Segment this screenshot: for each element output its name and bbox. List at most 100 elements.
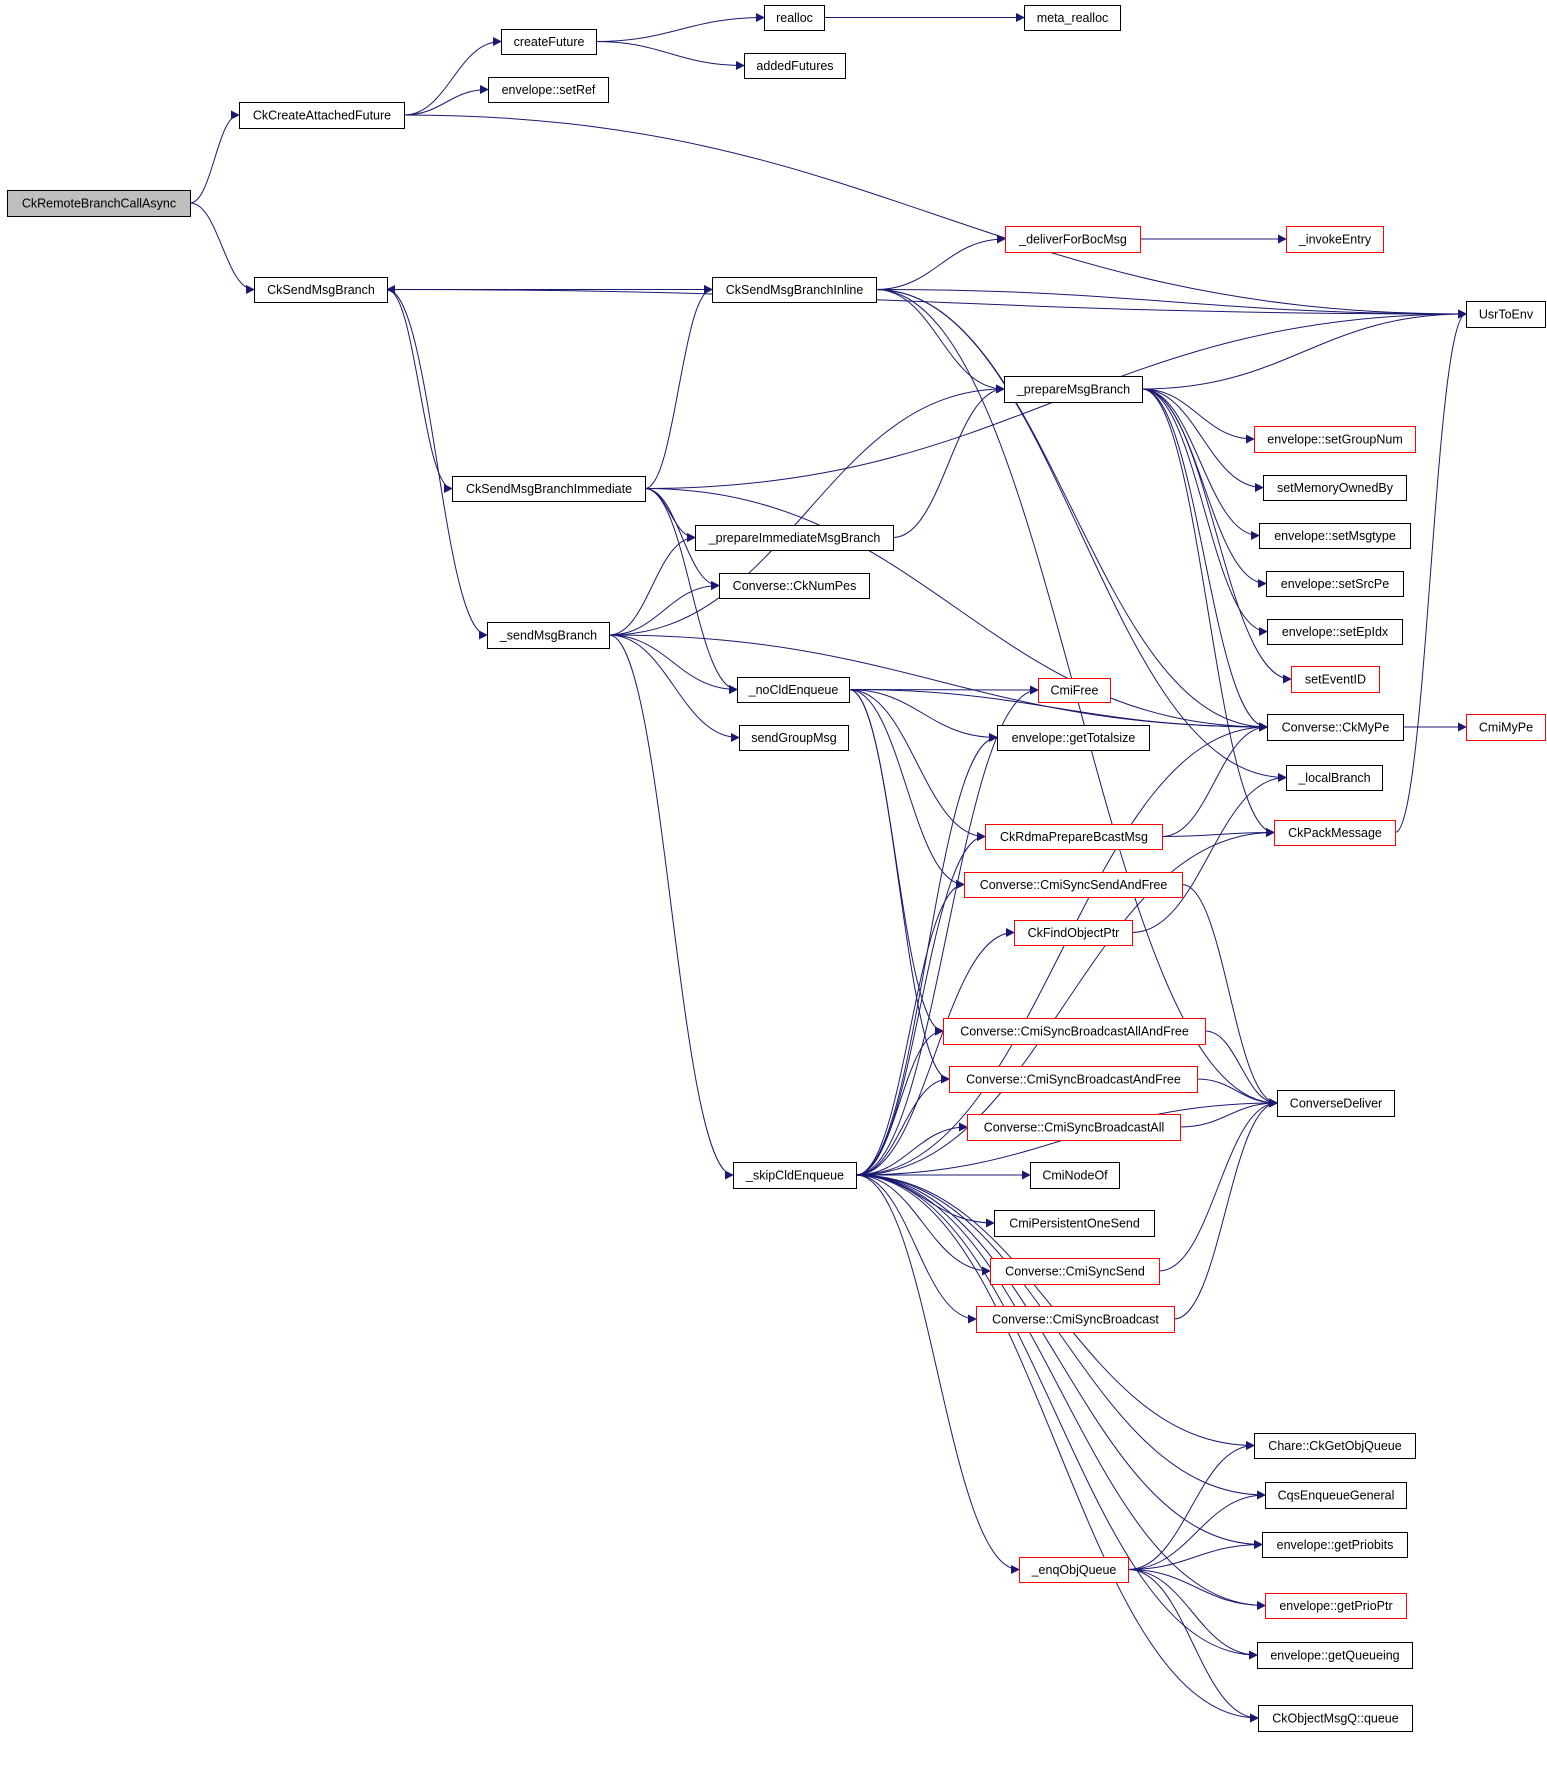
node-usrtoenv[interactable]: UsrToEnv <box>1466 301 1546 328</box>
edge-converse-cmisyncbroadcast-to-conversedeliver <box>1173 1098 1278 1320</box>
node-envelope-getqueueing[interactable]: envelope::getQueueing <box>1257 1642 1413 1669</box>
node-envelope-setref[interactable]: envelope::setRef <box>488 77 609 103</box>
node-ckpackmessage[interactable]: CkPackMessage <box>1274 820 1396 846</box>
node-box <box>1274 820 1396 846</box>
node-envelope-getpriobits[interactable]: envelope::getPriobits <box>1262 1532 1408 1558</box>
edge-nocldenqueue-to-converse-ckmype <box>848 689 1268 732</box>
node-ckfindobjectptr[interactable]: CkFindObjectPtr <box>1014 920 1133 946</box>
node-label: Converse::CmiSyncBroadcast <box>992 1313 1159 1327</box>
node-converse-cmisyncbroadcastallandfree[interactable]: Converse::CmiSyncBroadcastAllAndFree <box>943 1018 1206 1045</box>
node-sendgroupmsg[interactable]: sendGroupMsg <box>739 725 849 751</box>
node-enqobjqueue[interactable]: _enqObjQueue <box>1019 1557 1129 1583</box>
edge-prepareimmediatemsgbranch-to-preparemsgbranch <box>892 384 1005 538</box>
edge-preparemsgbranch-to-usrtoenv <box>1141 309 1467 390</box>
edge-sendmsgbranch-to-prepareimmediatemsgbranch <box>608 533 696 636</box>
node-cmimype[interactable]: CmiMyPe <box>1466 714 1546 741</box>
node-converse-ckmype[interactable]: Converse::CkMyPe <box>1267 714 1404 741</box>
node-label: meta_realloc <box>1037 11 1109 25</box>
edge-preparemsgbranch-to-envelope-setepidx <box>1141 388 1268 636</box>
edge-cksendmsgbranchimmediate-to-prepareimmediatemsgbranch <box>644 488 696 542</box>
node-label: _skipCldEnqueue <box>745 1169 844 1183</box>
edge-cksendmsgbranch-to-cksendmsgbranchimmediate <box>386 289 453 493</box>
node-box <box>994 1210 1155 1237</box>
edge-skipcldenqueue-to-envelope-getpriobits <box>855 1174 1263 1549</box>
edge-cksendmsgbranchinline-to-usrtoenv <box>875 289 1467 319</box>
node-preparemsgbranch[interactable]: _prepareMsgBranch <box>1004 376 1143 403</box>
node-label: CkPackMessage <box>1288 826 1382 840</box>
node-label: CkFindObjectPtr <box>1028 926 1120 940</box>
node-box <box>1266 571 1404 597</box>
node-deliverforbocmsg[interactable]: _deliverForBocMsg <box>1005 226 1141 253</box>
node-prepareimmediatemsgbranch[interactable]: _prepareImmediateMsgBranch <box>695 525 894 551</box>
node-label: _localBranch <box>1297 771 1370 785</box>
node-box <box>1286 226 1384 253</box>
node-envelope-setmsgtype[interactable]: envelope::setMsgtype <box>1259 523 1411 549</box>
node-box <box>1030 1162 1120 1189</box>
edge-preparemsgbranch-to-envelope-setgroupnum <box>1141 388 1255 444</box>
node-envelope-gettotalsize[interactable]: envelope::getTotalsize <box>997 725 1150 751</box>
node-cminodeof[interactable]: CmiNodeOf <box>1030 1162 1120 1189</box>
node-ckrdmapreparebcastmsg[interactable]: CkRdmaPrepareBcastMsg <box>985 824 1163 850</box>
node-createfuture[interactable]: createFuture <box>501 29 597 55</box>
node-cmifree[interactable]: CmiFree <box>1038 678 1111 703</box>
node-envelope-setepidx[interactable]: envelope::setEpIdx <box>1267 619 1403 645</box>
edge-cksendmsgbranchinline-to-converse-ckmype <box>875 289 1268 732</box>
node-skipcldenqueue[interactable]: _skipCldEnqueue <box>733 1162 857 1189</box>
node-converse-cmisyncsend[interactable]: Converse::CmiSyncSend <box>990 1258 1160 1285</box>
node-box <box>452 476 646 502</box>
node-box <box>1038 678 1111 703</box>
node-invokeentry[interactable]: _invokeEntry <box>1286 226 1384 253</box>
node-envelope-getprioptr[interactable]: envelope::getPrioPtr <box>1265 1593 1407 1619</box>
node-seteventid[interactable]: setEventID <box>1291 666 1380 693</box>
node-cksendmsgbranchimmediate[interactable]: CkSendMsgBranchImmediate <box>452 476 646 502</box>
node-converse-cmisyncbroadcast[interactable]: Converse::CmiSyncBroadcast <box>976 1306 1175 1333</box>
node-label: _invokeEntry <box>1298 233 1372 247</box>
node-addedfutures[interactable]: addedFutures <box>744 53 846 79</box>
node-converse-cknumpes[interactable]: Converse::CkNumPes <box>719 573 870 599</box>
edge-sendmsgbranch-to-skipcldenqueue <box>608 634 734 1180</box>
node-label: Converse::CmiSyncSendAndFree <box>980 878 1168 892</box>
edge-nocldenqueue-to-ckrdmapreparebcastmsg <box>848 689 986 841</box>
edge-nocldenqueue-to-converse-cmisyncbroadcastandfree <box>848 689 950 1084</box>
node-meta-realloc[interactable]: meta_realloc <box>1024 5 1121 31</box>
node-label: addedFutures <box>756 59 833 73</box>
edge-converse-cmisyncbroadcastallandfree-to-conversedeliver <box>1204 1030 1278 1108</box>
node-box <box>1258 1705 1413 1732</box>
edge-createfuture-to-realloc <box>595 13 765 42</box>
node-label: setEventID <box>1305 673 1366 687</box>
node-converse-cmisyncbroadcastandfree[interactable]: Converse::CmiSyncBroadcastAndFree <box>949 1066 1198 1093</box>
node-envelope-setgroupnum[interactable]: envelope::setGroupNum <box>1254 426 1416 453</box>
node-envelope-setsrcpe[interactable]: envelope::setSrcPe <box>1266 571 1404 597</box>
edge-cksendmsgbranchimmediate-to-converse-ckmype <box>644 488 1268 732</box>
node-box <box>1005 226 1141 253</box>
edge-ckcreateattachedfuture-to-usrtoenv <box>403 114 1467 319</box>
node-conversedeliver[interactable]: ConverseDeliver <box>1277 1090 1395 1117</box>
node-sendmsgbranch[interactable]: _sendMsgBranch <box>487 622 610 649</box>
node-label: envelope::getPrioPtr <box>1279 1599 1392 1613</box>
node-box <box>739 725 849 751</box>
edge-skipcldenqueue-to-converse-cmisyncbroadcastandfree <box>855 1074 950 1176</box>
edge-enqobjqueue-to-envelope-getprioptr <box>1127 1569 1266 1610</box>
node-box <box>1267 714 1404 741</box>
node-converse-cmisyncsendandfree[interactable]: Converse::CmiSyncSendAndFree <box>964 872 1183 898</box>
edge-ckrdmapreparebcastmsg-to-converse-ckmype <box>1161 722 1268 837</box>
node-cksendmsgbranch[interactable]: CkSendMsgBranch <box>254 277 388 303</box>
node-box <box>1267 619 1403 645</box>
node-label: realloc <box>776 11 813 25</box>
node-label: envelope::setEpIdx <box>1282 625 1389 639</box>
node-label: _sendMsgBranch <box>499 629 597 643</box>
node-cqsenqueuegeneral[interactable]: CqsEnqueueGeneral <box>1265 1482 1407 1509</box>
node-localbranch[interactable]: _localBranch <box>1286 765 1383 791</box>
node-ckcreateattachedfuture[interactable]: CkCreateAttachedFuture <box>239 102 405 129</box>
node-cmipersistentonesend[interactable]: CmiPersistentOneSend <box>994 1210 1155 1237</box>
node-setmemoryownedby[interactable]: setMemoryOwnedBy <box>1263 475 1407 501</box>
node-ckremotebranchcallasync[interactable]: CkRemoteBranchCallAsync <box>7 190 191 217</box>
node-realloc[interactable]: realloc <box>764 5 825 31</box>
node-nocldenqueue[interactable]: _noCldEnqueue <box>737 677 850 703</box>
edge-cksendmsgbranchimmediate-to-converse-cknumpes <box>644 488 720 590</box>
node-ckobjectmsgq-queue[interactable]: CkObjectMsgQ::queue <box>1258 1705 1413 1732</box>
node-box <box>964 872 1183 898</box>
node-converse-cmisyncbroadcastall[interactable]: Converse::CmiSyncBroadcastAll <box>967 1114 1181 1141</box>
node-chare-ckgetobjqueue[interactable]: Chare::CkGetObjQueue <box>1254 1433 1416 1459</box>
node-cksendmsgbranchinline[interactable]: CkSendMsgBranchInline <box>712 277 877 303</box>
